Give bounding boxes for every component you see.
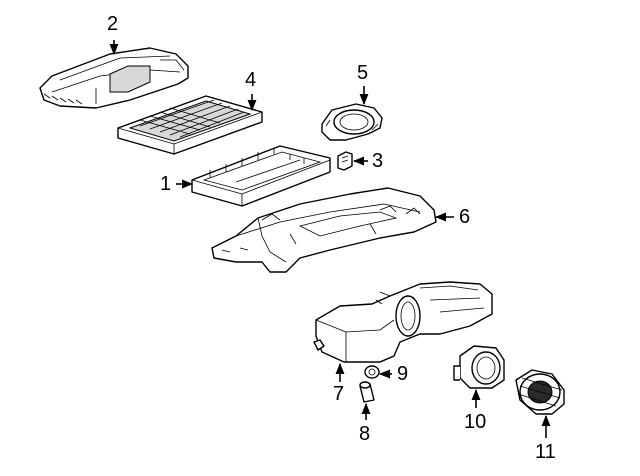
callout-11: 11 [535, 441, 556, 463]
callout-1: 1 [160, 173, 172, 195]
callout-4: 4 [245, 69, 257, 91]
part-10-airflow-sensor [453, 345, 505, 389]
callout-9: 9 [397, 363, 409, 385]
callout-5: 5 [357, 62, 369, 84]
callout-6: 6 [459, 206, 471, 228]
part-3-clip [337, 151, 353, 171]
callout-7: 7 [333, 383, 345, 405]
part-6-tray [211, 187, 437, 273]
part-4-filter-element [117, 95, 263, 155]
part-7-resonator [313, 281, 493, 363]
callout-2: 2 [107, 13, 119, 35]
part-11-intake-boot [515, 369, 565, 415]
callout-10: 10 [464, 411, 487, 433]
part-8-hose [359, 381, 375, 403]
leader-arrows [109, 40, 551, 438]
part-1-lower-housing [191, 145, 331, 207]
part-2-upper-cover [39, 47, 189, 109]
callout-8: 8 [359, 423, 371, 445]
callout-3: 3 [372, 150, 384, 172]
part-5-duct-ring [321, 103, 383, 141]
part-9-grommet [364, 365, 380, 379]
